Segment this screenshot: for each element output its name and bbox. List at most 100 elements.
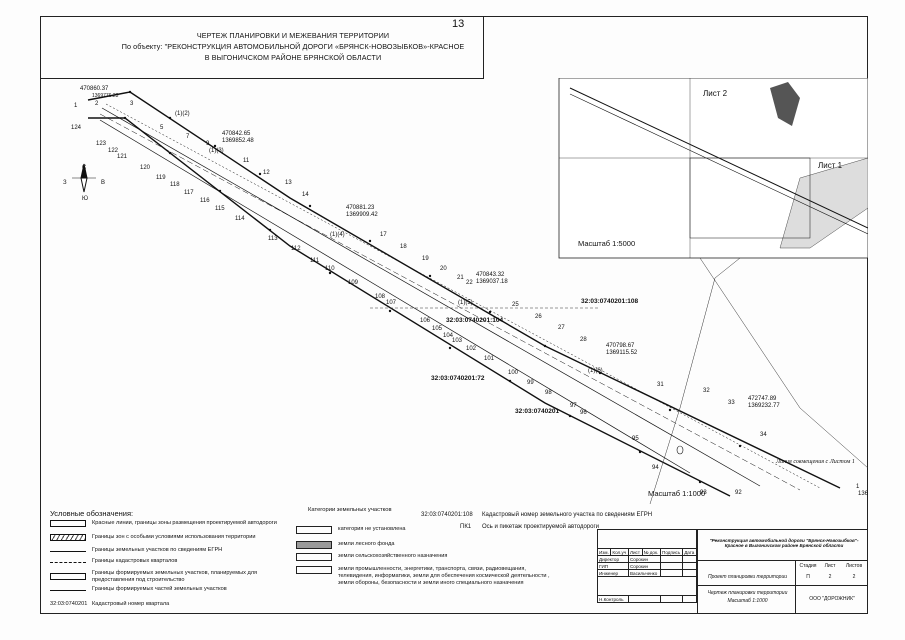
- legend-item-special-zones: Границы зон с особыми условиями использо…: [50, 534, 255, 541]
- point-label-32: 32: [703, 388, 710, 394]
- legend-item-quarters: Границы кадастровых кварталов: [50, 558, 177, 565]
- point-label-114: 114: [235, 216, 245, 222]
- point-label-25: 25: [512, 302, 519, 308]
- legend-item-egrn-parcels: Границы земельных участков по сведениям …: [50, 547, 222, 554]
- title-divider: [40, 78, 484, 79]
- coord-1-b: 1369852.48: [222, 138, 254, 144]
- point-label-19: 19: [422, 256, 429, 262]
- edge-number: 136: [858, 491, 869, 497]
- drawing-title: ЧЕРТЕЖ ПЛАНИРОВКИ И МЕЖЕВАНИЯ ТЕРРИТОРИИ…: [58, 30, 528, 63]
- legend-label: Границы зон с особыми условиями использо…: [92, 534, 256, 541]
- extra-parcel-code: 32:03:0740201:108: [421, 512, 473, 518]
- title-block: Изм. Кол.уч Лист № док. Подпись Дата Дир…: [596, 529, 868, 614]
- point-label-119: 119: [156, 175, 166, 181]
- legend-label: Границы формируемых частей земельных уча…: [92, 586, 227, 592]
- planning-map: [72, 78, 868, 504]
- category-item-agricultural: земли сельскохозяйственного назначения: [296, 553, 447, 561]
- point-label-21: 21: [457, 275, 464, 281]
- point-label-17: 17: [380, 232, 387, 238]
- stamp-stage: П: [806, 574, 810, 580]
- cadastral-label-quarter: 32:03:0740201: [515, 408, 560, 415]
- inset-scale: Масштаб 1:5000: [578, 239, 636, 248]
- stamp-scale: Масштаб 1:1000: [727, 598, 768, 604]
- coord-4-a: 470798.67: [606, 343, 635, 349]
- legend-item-quarter-number: 32:03:0740201 Кадастровый номер квартала: [50, 601, 169, 608]
- category-label: земли сельскохозяйственного назначения: [338, 553, 448, 559]
- legend-quarter-code: 32:03:0740201: [50, 601, 88, 607]
- title-divider-vertical: [483, 16, 484, 78]
- point-label-13: 13: [285, 180, 292, 186]
- coord-3-a: 470843.32: [476, 272, 505, 278]
- point-label-122: 122: [108, 148, 119, 154]
- inset-sheet-2: Лист 2: [703, 89, 728, 98]
- point-label-33: 33: [728, 400, 735, 406]
- compass-west: З: [63, 180, 67, 186]
- stamp-header: Изм.: [596, 548, 612, 556]
- road-axis: [99, 113, 801, 491]
- point-label-22: 22: [466, 280, 473, 286]
- point-label-2: 2: [95, 101, 99, 107]
- coord-5-a: 472747.89: [748, 396, 777, 402]
- cadastral-label-72: 32:03:0740201:72: [431, 375, 485, 382]
- stamp-sheets-header: Листов: [845, 563, 863, 569]
- point-label-106: 106: [420, 318, 431, 324]
- point-label-102: 102: [466, 346, 477, 352]
- point-label-14: 14: [302, 192, 309, 198]
- compass-south: Ю: [82, 196, 89, 202]
- bridge-mark: [676, 445, 684, 455]
- category-item-industrial: земли промышленности, энергетики, трансп…: [296, 566, 551, 586]
- point-label-92: 92: [735, 490, 742, 496]
- coord-2-b: 1369909.42: [346, 212, 378, 218]
- stamp-person: Васильченко: [627, 569, 662, 577]
- stamp-header: Лист: [627, 548, 643, 556]
- legend-symbol: [50, 590, 86, 592]
- legend-item-formed-parts: Границы формируемых частей земельных уча…: [50, 586, 227, 593]
- legend-item-formed-parcels: Границы формируемых земельных участков, …: [50, 570, 285, 583]
- point-label-28: 28: [580, 337, 587, 343]
- point-label-34: 34: [760, 432, 767, 438]
- legend-label: Красные линии, границы зоны размещения п…: [92, 520, 277, 527]
- inset-hatched-area: [779, 157, 868, 249]
- point-label-96: 96: [580, 410, 587, 416]
- parcel-boundary-108: [649, 257, 741, 504]
- corner-coord-a: 470860.37: [80, 86, 109, 92]
- edge-label: 1: [856, 484, 860, 490]
- point-label-3: 3: [130, 101, 134, 107]
- point-label-9: 9: [206, 141, 210, 147]
- point-label-121: 121: [117, 154, 128, 160]
- legend-item-red-lines: Красные линии, границы зоны размещения п…: [50, 520, 277, 527]
- stamp-doc-title: Проект планировки территории: [707, 574, 788, 580]
- point-label-98: 98: [545, 390, 552, 396]
- legend-symbol: [50, 534, 86, 541]
- extra-axis-label: Ось и пикетаж проектируемой автодороги: [482, 524, 600, 530]
- extra-axis-mark: ПК1: [460, 524, 472, 530]
- point-label-107: 107: [386, 300, 397, 306]
- coord-2-a: 470881.23: [346, 205, 375, 211]
- stamp-person: Сорокин: [627, 555, 662, 563]
- title-line-3: В ВЫГОНИЧСКОМ РАЙОНЕ БРЯНСКОЙ ОБЛАСТИ: [204, 53, 382, 62]
- category-label: земли лесного фонда: [338, 541, 395, 547]
- drawing-frame: [40, 16, 868, 614]
- stamp-sheet-header: Лист: [824, 563, 836, 569]
- cadastral-boundaries: [370, 257, 868, 504]
- point-label-11: 11: [243, 158, 250, 164]
- stamp-sheets: 2: [852, 574, 856, 580]
- point-label-100: 100: [508, 370, 519, 376]
- extra-parcel-label: Кадастровый номер земельного участка по …: [482, 512, 653, 518]
- stamp-role: ГИП: [597, 562, 629, 570]
- point-label-115: 115: [215, 206, 225, 212]
- inset-sheet-1: Лист 1: [818, 161, 843, 170]
- title-line-2: По объекту: "РЕКОНСТРУКЦИЯ АВТОМОБИЛЬНОЙ…: [121, 42, 465, 51]
- lot-label-5: (1)(6): [588, 368, 603, 374]
- stamp-stage-header: Стадия: [799, 563, 817, 569]
- point-label-99: 99: [527, 380, 534, 386]
- point-label-124: 124: [71, 125, 82, 131]
- point-label-110: 110: [325, 266, 335, 272]
- lot-label-2: (1)(3): [209, 148, 224, 154]
- stamp-role: Инженер: [597, 569, 629, 577]
- category-label: земли промышленности, энергетики, трансп…: [338, 566, 550, 586]
- stamp-person: Сорокин: [627, 562, 662, 570]
- point-label-117: 117: [184, 190, 194, 196]
- compass-rose: [72, 163, 96, 193]
